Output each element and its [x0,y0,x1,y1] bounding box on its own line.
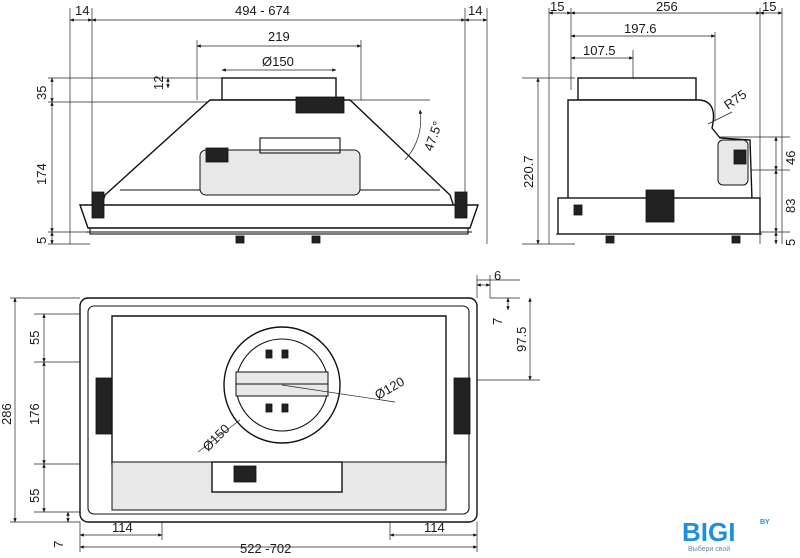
logo-tld: BY [760,519,770,526]
top-middle-depth-dim: 176 [27,403,42,425]
front-angle-dim: 47.5° [421,119,446,153]
front-side-left-dim: 14 [75,3,89,18]
front-top-height-dim: 35 [34,86,49,100]
front-flange-dim: 12 [151,76,166,90]
side-radius-dim: R75 [721,86,749,112]
front-body-height-dim: 174 [34,163,49,185]
top-margin-right-dim: 6 [494,268,501,283]
top-corner-small-dim: 7 [51,541,66,548]
front-width-range-dim: 494 - 674 [235,3,290,18]
brand-logo: BIGI BY Выбери свой [676,517,800,558]
side-depth-to-duct-dim: 197.6 [624,21,657,36]
side-bottom-height-dim: 5 [783,239,798,246]
front-side-right-dim: 14 [468,3,482,18]
top-view [10,275,540,552]
side-right-offset-dim: 15 [762,0,776,14]
top-back-margin-dim: 55 [27,489,42,503]
side-duct-offset-dim: 107.5 [583,43,616,58]
side-lower-height-dim: 83 [783,199,798,213]
front-duct-diameter-dim: Ø150 [262,54,294,69]
top-offset-right-dim: 114 [424,520,445,535]
front-duct-span-dim: 219 [268,29,290,44]
top-small-dim: 7 [490,318,505,325]
front-bottom-height-dim: 5 [34,237,49,244]
top-width-range-dim: 522 -702 [240,541,291,556]
logo-text: BIGI [682,517,736,547]
side-left-offset-dim: 15 [550,0,564,14]
front-view [48,8,488,245]
logo-tagline: Выбери свой [688,546,731,553]
side-upper-height-dim: 46 [783,151,798,165]
side-view [522,8,790,245]
side-total-height-dim: 220.7 [521,155,536,188]
top-total-depth-dim: 286 [0,403,14,425]
top-offset-left-dim: 114 [112,520,133,535]
top-front-margin-dim: 55 [27,331,42,345]
top-inner-depth-dim: 97.5 [514,327,529,352]
side-depth-dim: 256 [656,0,678,14]
